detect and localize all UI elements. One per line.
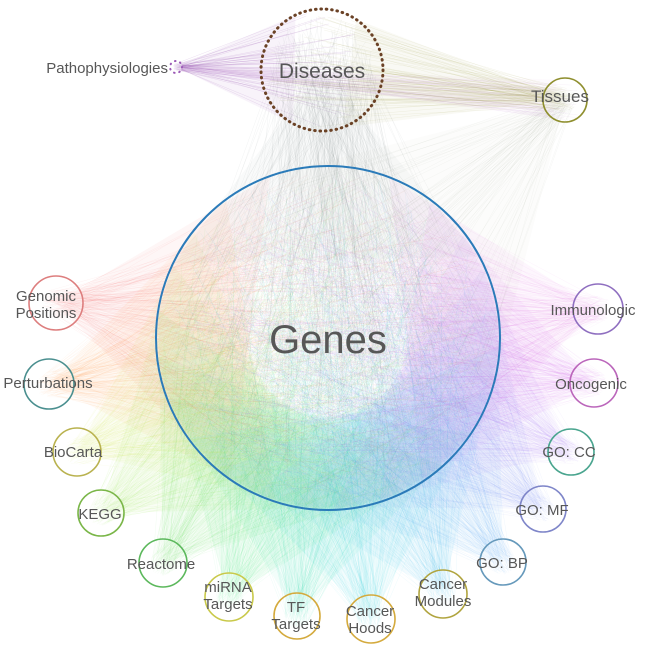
edge-bundle-diseases-genes	[163, 17, 490, 498]
node-immunologic[interactable]	[572, 283, 624, 335]
edge-bundle-perturbations-genes	[36, 177, 486, 493]
node-mirna-targets[interactable]	[204, 572, 254, 622]
node-biocarta[interactable]	[52, 427, 102, 477]
label-immunologic: Immunologic	[550, 302, 636, 319]
edge-wash-go-cc-genes	[333, 232, 571, 510]
node-diseases[interactable]	[259, 7, 385, 133]
edge-bundle-tissues-diseases	[264, 16, 577, 128]
edge-wash-immunologic-genes	[389, 177, 598, 483]
edge-bundle-kegg-genes	[88, 195, 491, 526]
label-go-mf: GO: MF	[515, 502, 568, 519]
node-go-bp[interactable]	[479, 538, 527, 586]
edge-wash-go-mf-genes	[293, 266, 543, 509]
edge-wash-go-bp-genes	[255, 305, 503, 562]
nodes	[23, 7, 624, 644]
edge-lines	[36, 13, 611, 632]
edge-bundle-tf-targets-genes	[178, 179, 493, 629]
edge-bundle-pathophysiologies-tissues	[172, 63, 582, 120]
node-pathophysiologies[interactable]	[169, 60, 183, 74]
edge-bundle-tissues-genes	[174, 89, 577, 496]
label-biocarta: BioCarta	[44, 444, 103, 461]
edge-wash-tissues-diseases	[342, 19, 565, 128]
edge-bundle-mirna-targets-genes	[163, 171, 477, 610]
edge-wash-perturbations-genes	[49, 199, 276, 502]
node-go-cc[interactable]	[547, 428, 595, 476]
label-go-cc: GO: CC	[542, 444, 596, 461]
label-cancer-modules: Modules	[415, 593, 472, 610]
label-genomic-positions: Positions	[16, 305, 77, 322]
edge-bundle-oncogenic-genes	[168, 173, 607, 496]
edge-bundle-go-bp-genes	[163, 174, 516, 575]
edge-wash-mirna-targets-genes	[156, 356, 444, 597]
node-genomic-positions[interactable]	[28, 275, 84, 331]
node-reactome[interactable]	[138, 538, 188, 588]
label-pathophysiologies: Pathophysiologies	[46, 60, 168, 77]
label-cancer-hoods: Cancer	[346, 603, 394, 620]
edge-bundle-go-cc-genes	[167, 187, 583, 491]
label-reactome: Reactome	[127, 556, 195, 573]
label-go-bp: GO: BP	[476, 555, 528, 572]
edge-wash-oncogenic-genes	[379, 199, 594, 503]
node-cancer-hoods[interactable]	[346, 594, 396, 644]
label-genomic-positions: Genomic	[16, 288, 77, 305]
edge-bundle-biocarta-genes	[64, 176, 493, 497]
label-oncogenic: Oncogenic	[555, 376, 627, 393]
label-tissues: Tissues	[531, 87, 589, 106]
labels: Genes Diseases PathophysiologiesTissuesGen…	[3, 60, 636, 637]
edge-wash-kegg-genes	[101, 264, 360, 513]
label-genes: Genes	[269, 318, 387, 362]
node-oncogenic[interactable]	[569, 358, 619, 408]
node-tf-targets[interactable]	[273, 592, 321, 640]
label-cancer-hoods: Hoods	[348, 620, 391, 637]
edge-wash-cancer-hoods-genes	[188, 391, 492, 619]
label-cancer-modules: Cancer	[419, 576, 467, 593]
edge-bundle-reactome-genes	[150, 173, 485, 576]
edge-wash-reactome-genes	[158, 310, 406, 563]
edge-wash-cancer-modules-genes	[220, 346, 500, 594]
label-mirna-targets: Targets	[203, 596, 252, 613]
label-perturbations: Perturbations	[3, 375, 92, 392]
label-tf-targets: Targets	[271, 616, 320, 633]
edge-bundle-cancer-modules-genes	[165, 180, 488, 607]
node-tissues[interactable]	[542, 77, 588, 123]
edge-bundle-genomic-positions-genes	[42, 174, 491, 504]
node-perturbations[interactable]	[23, 358, 75, 410]
node-go-mf[interactable]	[519, 485, 567, 533]
node-cancer-modules[interactable]	[418, 569, 468, 619]
edge-bundle-immunologic-genes	[170, 177, 611, 503]
edge-wash-biocarta-genes	[77, 230, 321, 510]
edge-washes	[49, 15, 598, 619]
label-kegg: KEGG	[78, 506, 121, 523]
edge-bundle-cancer-hoods-genes	[166, 178, 493, 632]
label-tf-targets: TF	[287, 599, 305, 616]
label-mirna-targets: miRNA	[204, 579, 252, 596]
edge-wash-pathophysiologies-diseases	[176, 15, 296, 124]
edge-wash-genomic-positions-genes	[56, 176, 271, 481]
label-diseases: Diseases	[279, 60, 365, 83]
node-genes[interactable]	[155, 165, 501, 511]
node-kegg[interactable]	[77, 489, 125, 537]
edge-wash-tf-targets-genes	[167, 398, 472, 616]
